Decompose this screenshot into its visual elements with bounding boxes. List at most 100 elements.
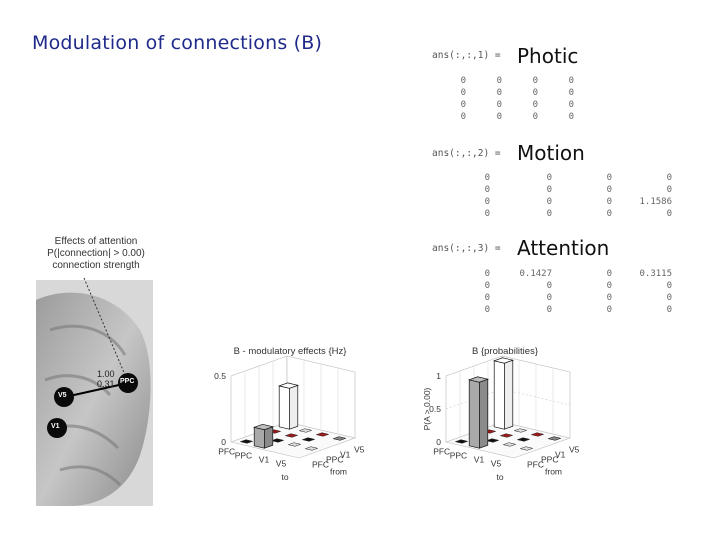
diagonal-marker [239,439,254,444]
y-axis-label: P(A > 0.00) [422,387,432,430]
bar-front [468,379,480,449]
y-tick-label: 0 [221,437,226,447]
matrix-cell: 0 [568,76,574,86]
row-axis-label: to [496,472,503,482]
bar-side [264,426,274,449]
diagonal-marker [502,442,517,447]
bar-top [277,382,300,389]
matrix-name: Attention [517,236,610,260]
matrix-cell: 0 [496,88,502,98]
col-label: PFC [527,460,544,470]
row-label: PFC [433,446,450,456]
bar-side [479,378,489,449]
matrix-cell: 0 [546,281,552,291]
diagonal-marker [485,438,500,443]
y-tick-label: 0 [436,437,441,447]
diagonal-marker [298,428,313,433]
matrix-name: Photic [517,44,579,68]
diagonal-marker [513,428,528,433]
y-tick-label: 1 [436,371,441,381]
brain-caption: Effects of attention P(|connection| > 0.… [36,236,156,272]
matrix-cell: 0 [532,100,538,110]
matrix-cell: 0 [546,185,552,195]
matrix-cell: 0 [666,293,672,303]
caption-line: Effects of attention [54,236,138,247]
row-axis-label: to [281,472,288,482]
matrix-cell: 0 [606,293,612,303]
diagonal-marker [301,437,316,442]
matrix-cell: 0 [496,112,502,122]
bar-side [504,359,514,430]
node-v1-label: V1 [51,423,60,430]
matrix-cell: 0 [606,185,612,195]
y-tick-label: 0.5 [214,371,226,381]
matrix-cell: 0 [460,112,466,122]
matrix-cell: 0 [484,281,490,291]
matrix-cell: 0 [460,88,466,98]
diagonal-marker [454,439,469,444]
row-label: PFC [218,446,235,456]
matrix-cell: 0 [568,88,574,98]
matrix-cell: 0 [606,281,612,291]
matrix-name: Motion [517,141,585,165]
bar-front [493,360,505,430]
diagonal-marker [547,436,562,441]
matrix-cell: 1.1586 [639,197,672,207]
matrix-cell: 0 [666,185,672,195]
diagonal-marker [270,438,285,443]
matrix-cell: 0 [484,293,490,303]
col-label: V1 [340,450,351,460]
matrix-cell: 0 [532,88,538,98]
diagonal-marker [315,432,330,437]
row-label: V5 [276,458,287,468]
brain-outline [36,292,151,506]
matrix-cell: 0 [496,100,502,110]
matrix-cell: 0 [666,173,672,183]
row-label: V5 [491,458,502,468]
col-label: V1 [555,450,566,460]
matrix-label: ans(:,:,1) = [432,50,501,61]
col-label: PFC [312,460,329,470]
brain-sulci [44,324,127,487]
col-label: PPC [326,455,343,465]
col-label: V5 [354,445,365,455]
matrix-cell: 0 [546,173,552,183]
diagonal-marker [530,432,545,437]
chart-title: B {probabilities} [472,346,538,357]
matrix-cell: 0 [484,197,490,207]
diagonal-marker [287,442,302,447]
matrix-cell: 0 [460,76,466,86]
matrix-cell: 0 [546,209,552,219]
matrix-cell: 0 [532,112,538,122]
node-v5-label: V5 [58,392,67,399]
matrix-cell: 0 [568,112,574,122]
node-ppc-label: PPC [120,378,135,385]
v5-ppc-connection [64,382,129,398]
matrix-cell: 0 [606,305,612,315]
edge-label-strength: 1.00 [97,369,115,379]
matrix-cell: 0 [496,76,502,86]
chart-title: B - modulatory effects {Hz} [234,346,347,357]
matrix-cell: 0 [666,281,672,291]
bar-side [289,384,299,430]
matrix-cell: 0.3115 [639,269,672,279]
node-v5 [54,387,74,407]
matrix-label: ans(:,:,3) = [432,243,501,254]
matrix-cell: 0 [606,197,612,207]
diagonal-marker [499,433,514,438]
matrix-label: ans(:,:,2) = [432,148,501,159]
matrix-cell: 0 [460,100,466,110]
matrix-cell: 0 [606,209,612,219]
node-ppc [118,373,138,393]
matrix-cell: 0 [666,305,672,315]
diagonal-marker [304,446,319,451]
attention-dotted-line [83,277,129,383]
bar-top [492,357,515,364]
col-label: PPC [541,455,558,465]
diagonal-marker [519,446,534,451]
matrix-cell: 0 [484,305,490,315]
